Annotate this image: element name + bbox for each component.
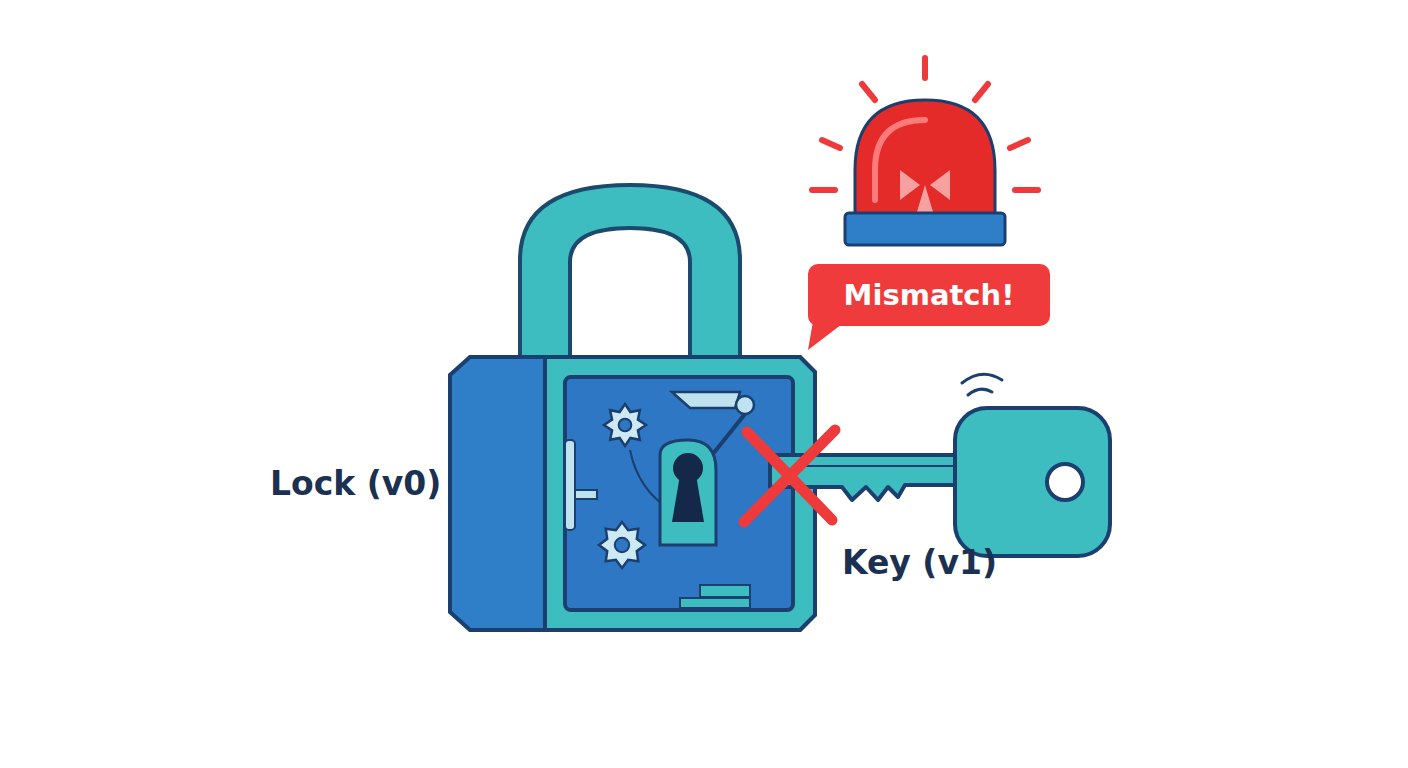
key-label: Key (v1) bbox=[842, 543, 997, 582]
bolt-pin bbox=[575, 490, 597, 499]
siren-light bbox=[900, 170, 950, 215]
lock-label: Lock (v0) bbox=[270, 464, 441, 503]
siren-rays bbox=[812, 58, 1038, 190]
alert-text: Mismatch! bbox=[844, 278, 1015, 312]
key-groove bbox=[800, 465, 955, 467]
lock-body bbox=[450, 357, 815, 630]
mismatch-cross bbox=[744, 430, 835, 522]
keyhole-plate bbox=[660, 440, 716, 545]
lever bbox=[672, 392, 740, 408]
keyhole bbox=[672, 475, 704, 522]
plate bbox=[680, 598, 750, 608]
key-head bbox=[955, 408, 1110, 556]
siren-base bbox=[845, 213, 1005, 245]
gear bbox=[599, 522, 645, 568]
lock-mechanism bbox=[565, 377, 793, 610]
bolt bbox=[565, 440, 575, 530]
gear bbox=[604, 404, 646, 446]
siren-dome bbox=[855, 100, 995, 215]
motion-lines bbox=[962, 374, 1002, 395]
gear-hub bbox=[619, 419, 632, 432]
speech-bubble: Mismatch! bbox=[808, 264, 1050, 326]
pivot bbox=[736, 396, 754, 414]
gear-hub bbox=[615, 538, 629, 552]
gears bbox=[599, 404, 646, 568]
key-hole bbox=[1047, 464, 1083, 500]
plate bbox=[700, 585, 750, 597]
lock-shackle bbox=[520, 185, 740, 365]
